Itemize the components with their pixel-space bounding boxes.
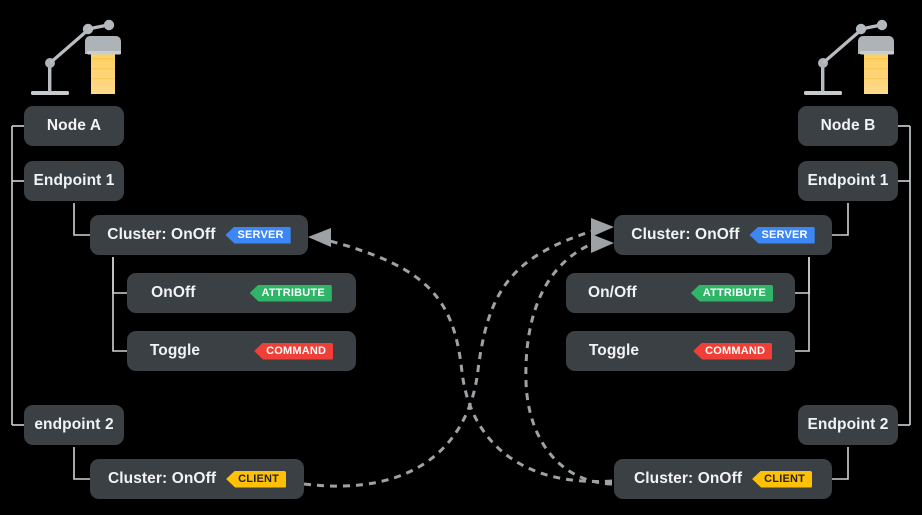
command-badge: COMMAND	[693, 342, 773, 360]
client-badge: CLIENT	[226, 470, 287, 488]
right-endpoint-2-box[interactable]: Endpoint 2	[798, 405, 898, 445]
right-endpoint-1-label: Endpoint 1	[807, 172, 889, 189]
right-command-label: Toggle	[588, 342, 640, 359]
left-command-label: Toggle	[149, 342, 201, 359]
server-badge: SERVER	[225, 226, 291, 244]
client-badge: CLIENT	[752, 470, 813, 488]
left-cluster-client-label: Cluster: OnOff	[107, 470, 217, 487]
left-endpoint-1-box[interactable]: Endpoint 1	[24, 161, 124, 201]
binding-arrowheads	[308, 218, 614, 253]
left-cluster-onoff-server-box[interactable]: Cluster: OnOff SERVER	[90, 215, 308, 255]
left-cluster-onoff-client-box[interactable]: Cluster: OnOff CLIENT	[90, 459, 304, 499]
node-b-label: Node B	[820, 117, 876, 134]
node-a-box[interactable]: Node A	[24, 106, 124, 146]
node-b-box[interactable]: Node B	[798, 106, 898, 146]
right-cluster-onoff-server-box[interactable]: Cluster: OnOff SERVER	[614, 215, 832, 255]
left-endpoint-1-label: Endpoint 1	[33, 172, 115, 189]
attribute-badge: ATTRIBUTE	[690, 284, 774, 302]
left-cluster-server-label: Cluster: OnOff	[107, 226, 216, 243]
right-endpoint-2-label: Endpoint 2	[807, 416, 889, 433]
lamp-icon	[31, 19, 121, 95]
server-badge: SERVER	[749, 226, 815, 244]
right-attribute-label: On/Off	[587, 284, 637, 301]
lamp-icon	[804, 19, 894, 95]
left-endpoint-2-label: endpoint 2	[34, 416, 114, 433]
right-cluster-server-label: Cluster: OnOff	[631, 226, 740, 243]
node-a-label: Node A	[46, 117, 102, 134]
right-cluster-client-label: Cluster: OnOff	[633, 470, 743, 487]
left-attribute-onoff-box[interactable]: OnOff ATTRIBUTE	[127, 273, 356, 313]
left-endpoint-2-box[interactable]: endpoint 2	[24, 405, 124, 445]
attribute-badge: ATTRIBUTE	[249, 284, 332, 302]
command-badge: COMMAND	[254, 342, 334, 360]
right-command-toggle-box[interactable]: Toggle COMMAND	[566, 331, 795, 371]
right-cluster-onoff-client-box[interactable]: Cluster: OnOff CLIENT	[614, 459, 832, 499]
right-endpoint-1-box[interactable]: Endpoint 1	[798, 161, 898, 201]
left-attribute-label: OnOff	[151, 284, 196, 301]
left-command-toggle-box[interactable]: Toggle COMMAND	[127, 331, 356, 371]
right-attribute-onoff-box[interactable]: On/Off ATTRIBUTE	[566, 273, 795, 313]
